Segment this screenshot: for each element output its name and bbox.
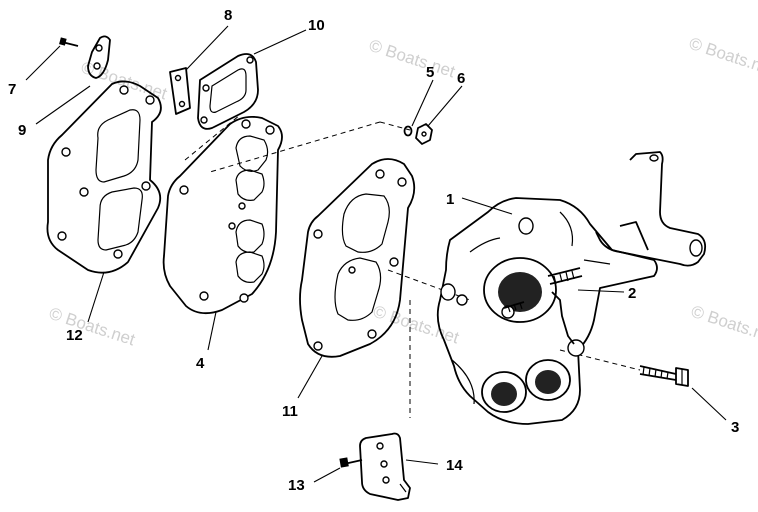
leader-lines	[25, 25, 727, 483]
gasket-11	[299, 158, 416, 358]
watermark-6: © Boats.net	[689, 302, 758, 348]
callout-5: 5	[426, 64, 434, 81]
callout-11: 11	[282, 403, 298, 420]
callouts: 1 2 3 4 5 6 7 8 9 10 11 12 13 14	[8, 7, 739, 494]
plate-4	[162, 115, 283, 315]
callout-8: 8	[224, 7, 232, 24]
callout-12: 12	[66, 327, 83, 344]
callout-7: 7	[8, 81, 16, 98]
callout-1: 1	[446, 191, 454, 208]
callout-3: 3	[731, 419, 739, 436]
alignment-lines	[184, 114, 641, 418]
housing-1	[436, 151, 707, 425]
callout-9: 9	[18, 122, 26, 139]
bolt-3	[639, 365, 689, 387]
gasket-10	[197, 53, 259, 130]
callout-14: 14	[446, 457, 463, 474]
gasket-12	[46, 80, 162, 274]
screw-13	[339, 457, 363, 468]
watermark-5: © Boats.net	[371, 302, 462, 348]
callout-10: 10	[308, 17, 325, 34]
strip-8	[169, 67, 191, 115]
bracket-9	[87, 35, 111, 79]
washer-5	[403, 125, 413, 137]
callout-2: 2	[628, 285, 636, 302]
callout-4: 4	[196, 355, 205, 372]
watermark-1: © Boats.net	[367, 36, 458, 82]
nut-6	[415, 123, 433, 145]
screw-7	[59, 37, 79, 47]
callout-13: 13	[288, 477, 305, 494]
callout-6: 6	[457, 70, 465, 87]
stud-2	[503, 267, 583, 345]
watermarks: © Boats.net © Boats.net © Boats.net © Bo…	[47, 34, 758, 350]
watermark-2: © Boats.net	[687, 34, 758, 80]
bracket-14	[359, 432, 411, 501]
